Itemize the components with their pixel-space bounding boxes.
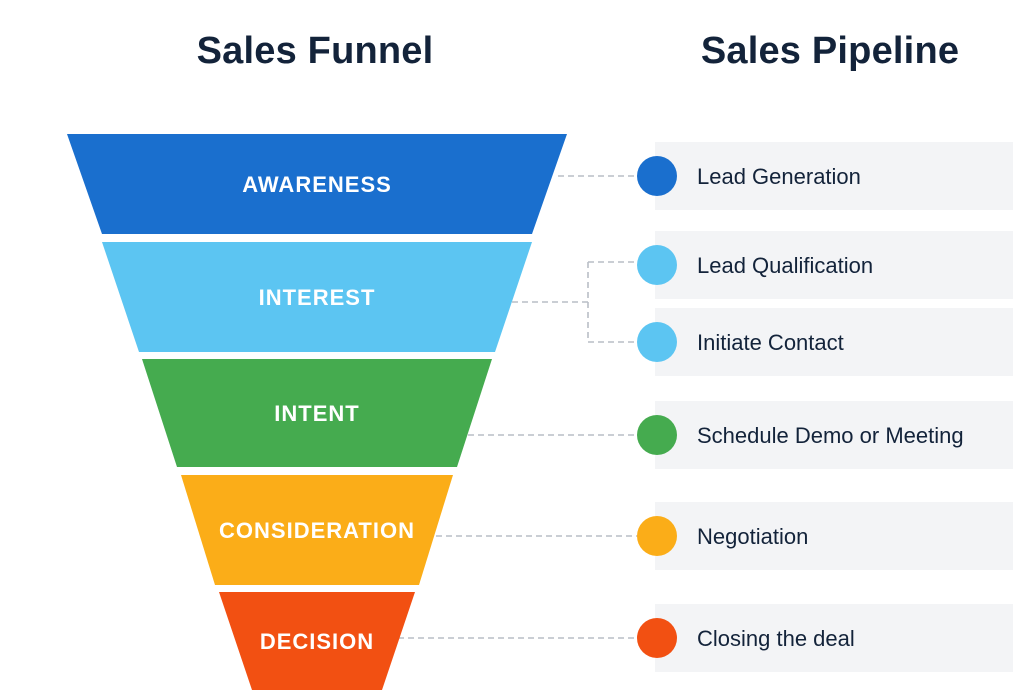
- funnel-stage-consideration: [181, 475, 453, 585]
- pipeline-item-negotiation: Negotiation: [697, 524, 808, 549]
- pipeline-item-box: [655, 401, 1013, 469]
- sales-funnel: AWARENESS INTEREST INTENT CONSIDERATION DECI…: [67, 134, 567, 690]
- pipeline-item-schedule-demo-or-meeting: Schedule Demo or Meeting: [697, 423, 964, 448]
- sales-pipeline-title: Sales Pipeline: [700, 30, 960, 72]
- pipeline-item-box: [655, 308, 1013, 376]
- pipeline-item-box: [655, 502, 1013, 570]
- pipeline-item-box: [655, 142, 1013, 210]
- pipeline-dot: [637, 156, 677, 196]
- pipeline-dot: [637, 322, 677, 362]
- pipeline-dot: [637, 618, 677, 658]
- pipeline-item-closing-the-deal: Closing the deal: [697, 626, 855, 651]
- connector-lines: [398, 175, 637, 639]
- funnel-stage-label: INTENT: [274, 401, 359, 426]
- funnel-stage-decision: [219, 592, 415, 690]
- pipeline-item-box: [655, 231, 1013, 299]
- pipeline-dot: [637, 415, 677, 455]
- funnel-stage-label: AWARENESS: [242, 172, 392, 197]
- pipeline-item-initiate-contact: Initiate Contact: [697, 330, 844, 355]
- pipeline-dot: [637, 516, 677, 556]
- pipeline-item-lead-qualification: Lead Qualification: [697, 253, 873, 278]
- pipeline-dot: [637, 245, 677, 285]
- funnel-stage-label: CONSIDERATION: [219, 518, 415, 543]
- funnel-stage-awareness: [67, 134, 567, 234]
- funnel-stage-label: INTEREST: [259, 285, 376, 310]
- pipeline-item-lead-generation: Lead Generation: [697, 164, 861, 189]
- sales-funnel-title: Sales Funnel: [196, 30, 434, 72]
- funnel-stage-interest: [102, 242, 532, 352]
- funnel-stage-intent: [142, 359, 492, 467]
- pipeline-item-box: [655, 604, 1013, 672]
- funnel-stage-label: DECISION: [260, 629, 374, 654]
